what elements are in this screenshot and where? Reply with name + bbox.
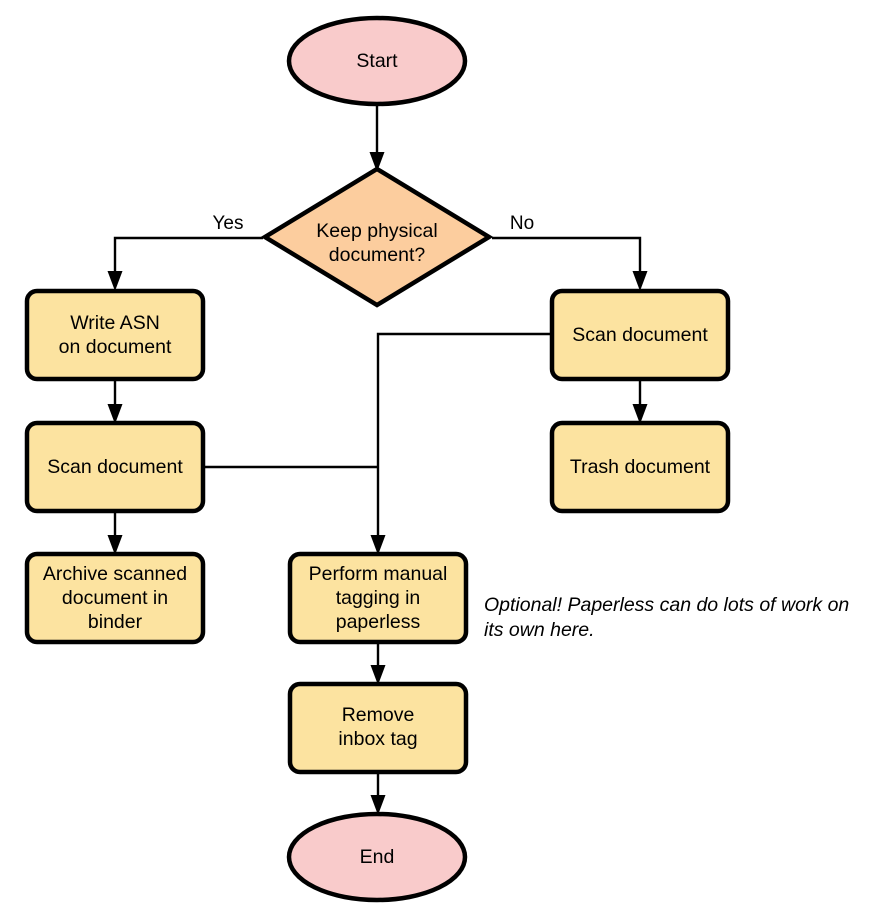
connector-start-to-decision <box>369 103 385 172</box>
node-trash-document-label: Trash document <box>570 456 711 478</box>
node-remove-inbox-label-line1: Remove <box>342 704 415 726</box>
node-perform-manual-tagging[interactable]: Perform manual tagging in paperless <box>287 551 469 645</box>
node-write-asn-label-line2: on document <box>59 336 172 358</box>
node-scan-document-right-label: Scan document <box>572 324 708 346</box>
node-end-label: End <box>360 846 395 868</box>
node-scan-document-left-label: Scan document <box>47 456 183 478</box>
node-write-asn-on-document[interactable]: Write ASN on document <box>24 288 206 382</box>
annotation-line2: its own here. <box>484 619 595 641</box>
node-archive-label-line3: binder <box>88 611 143 633</box>
connector-yes-branch <box>107 236 263 291</box>
node-write-asn-label-line1: Write ASN <box>70 312 160 334</box>
annotation-optional-note: Optional! Paperless can do lots of work … <box>484 594 849 641</box>
annotation-line1: Optional! Paperless can do lots of work … <box>484 594 849 616</box>
node-decision-label-line2: document? <box>329 244 426 266</box>
node-scan-document-left[interactable]: Scan document <box>24 420 206 514</box>
node-start[interactable]: Start <box>286 15 468 107</box>
connector-scanright-to-tagging <box>370 332 552 555</box>
node-tagging-label-line3: paperless <box>336 611 421 633</box>
connector-writeasn-to-scanleft <box>107 378 123 424</box>
node-decision-label-line1: Keep physical <box>316 220 437 242</box>
node-scan-document-right[interactable]: Scan document <box>549 288 731 382</box>
edge-label-yes: Yes <box>213 213 244 234</box>
node-archive-scanned-document[interactable]: Archive scanned document in binder <box>24 551 206 645</box>
node-archive-label-line1: Archive scanned <box>43 563 187 585</box>
node-start-label: Start <box>356 50 398 72</box>
node-decision-keep-physical-document[interactable]: Keep physical document? <box>260 166 494 308</box>
node-tagging-label-line2: tagging in <box>336 587 421 609</box>
connector-scanright-to-trash <box>632 378 648 424</box>
node-trash-document[interactable]: Trash document <box>549 420 731 514</box>
connector-tagging-to-removeinbox <box>370 641 386 685</box>
connector-scanleft-to-archive <box>107 511 123 555</box>
connector-no-branch <box>492 236 648 291</box>
node-archive-label-line2: document in <box>62 587 168 609</box>
node-remove-inbox-label-line2: inbox tag <box>338 728 417 750</box>
node-end[interactable]: End <box>286 811 468 903</box>
node-remove-inbox-tag[interactable]: Remove inbox tag <box>287 681 469 775</box>
edge-label-no: No <box>510 213 534 234</box>
connector-removeinbox-to-end <box>370 771 386 815</box>
node-tagging-label-line1: Perform manual <box>309 563 448 585</box>
